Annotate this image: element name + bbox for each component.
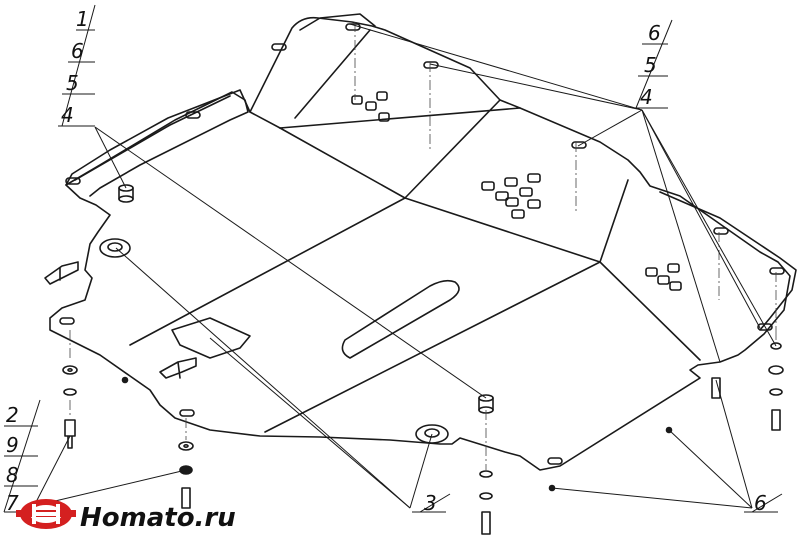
fastener-stack-center: [479, 470, 493, 535]
skid-plate-outline: [49, 16, 791, 471]
callout-label: 3: [424, 491, 437, 515]
callout-label: 6: [754, 491, 767, 515]
callout-label: 9: [6, 433, 19, 457]
site-logo: Homato.ru: [16, 499, 236, 533]
vent-holes-right: [645, 263, 682, 291]
fold-line: [279, 107, 521, 129]
center-lines: [69, 22, 777, 470]
vent-holes-upper: [351, 91, 390, 122]
mount-hole-left: [99, 238, 131, 258]
right-bracket: [659, 191, 797, 331]
fastener-stack-center-left: [178, 441, 194, 509]
callout-label: 4: [640, 85, 653, 109]
vent-holes-middle: [481, 173, 541, 219]
spacer-left: [118, 184, 134, 203]
fold-line: [404, 179, 629, 263]
nut-dot: [121, 376, 129, 384]
callout-frames: [3, 4, 783, 513]
callout-label: 5: [644, 53, 657, 77]
callout-label: 1: [76, 7, 89, 31]
callout-label: 7: [6, 491, 19, 515]
mount-hole-bottom: [415, 424, 449, 444]
callout-label: 4: [61, 103, 74, 127]
left-upper-bracket: [65, 91, 249, 197]
bolt-right: [711, 377, 721, 399]
clip-left: [44, 261, 79, 285]
center-slot: [341, 279, 460, 359]
patch-panel: [171, 317, 251, 359]
fold-line: [294, 29, 371, 119]
fold-line: [129, 197, 406, 346]
logo-mark-icon: [16, 499, 76, 529]
clip-center: [159, 357, 197, 379]
fold-line: [279, 127, 406, 199]
callout-label: 6: [648, 21, 661, 45]
leader-lines: [33, 23, 777, 509]
fold-line: [249, 111, 281, 129]
fold-line: [599, 261, 701, 361]
mounting-slots: [59, 23, 785, 465]
fold-line: [264, 261, 601, 433]
top-tab: [299, 13, 376, 31]
fastener-stack-left: [62, 365, 78, 449]
logo-text: Homato.ru: [80, 503, 236, 533]
fastener-stack-right: [768, 342, 784, 431]
callout-label: 6: [71, 39, 84, 63]
callout-label: 5: [66, 71, 79, 95]
callout-label: 8: [6, 463, 19, 487]
fold-line: [404, 99, 501, 199]
callout-label: 2: [6, 403, 19, 427]
